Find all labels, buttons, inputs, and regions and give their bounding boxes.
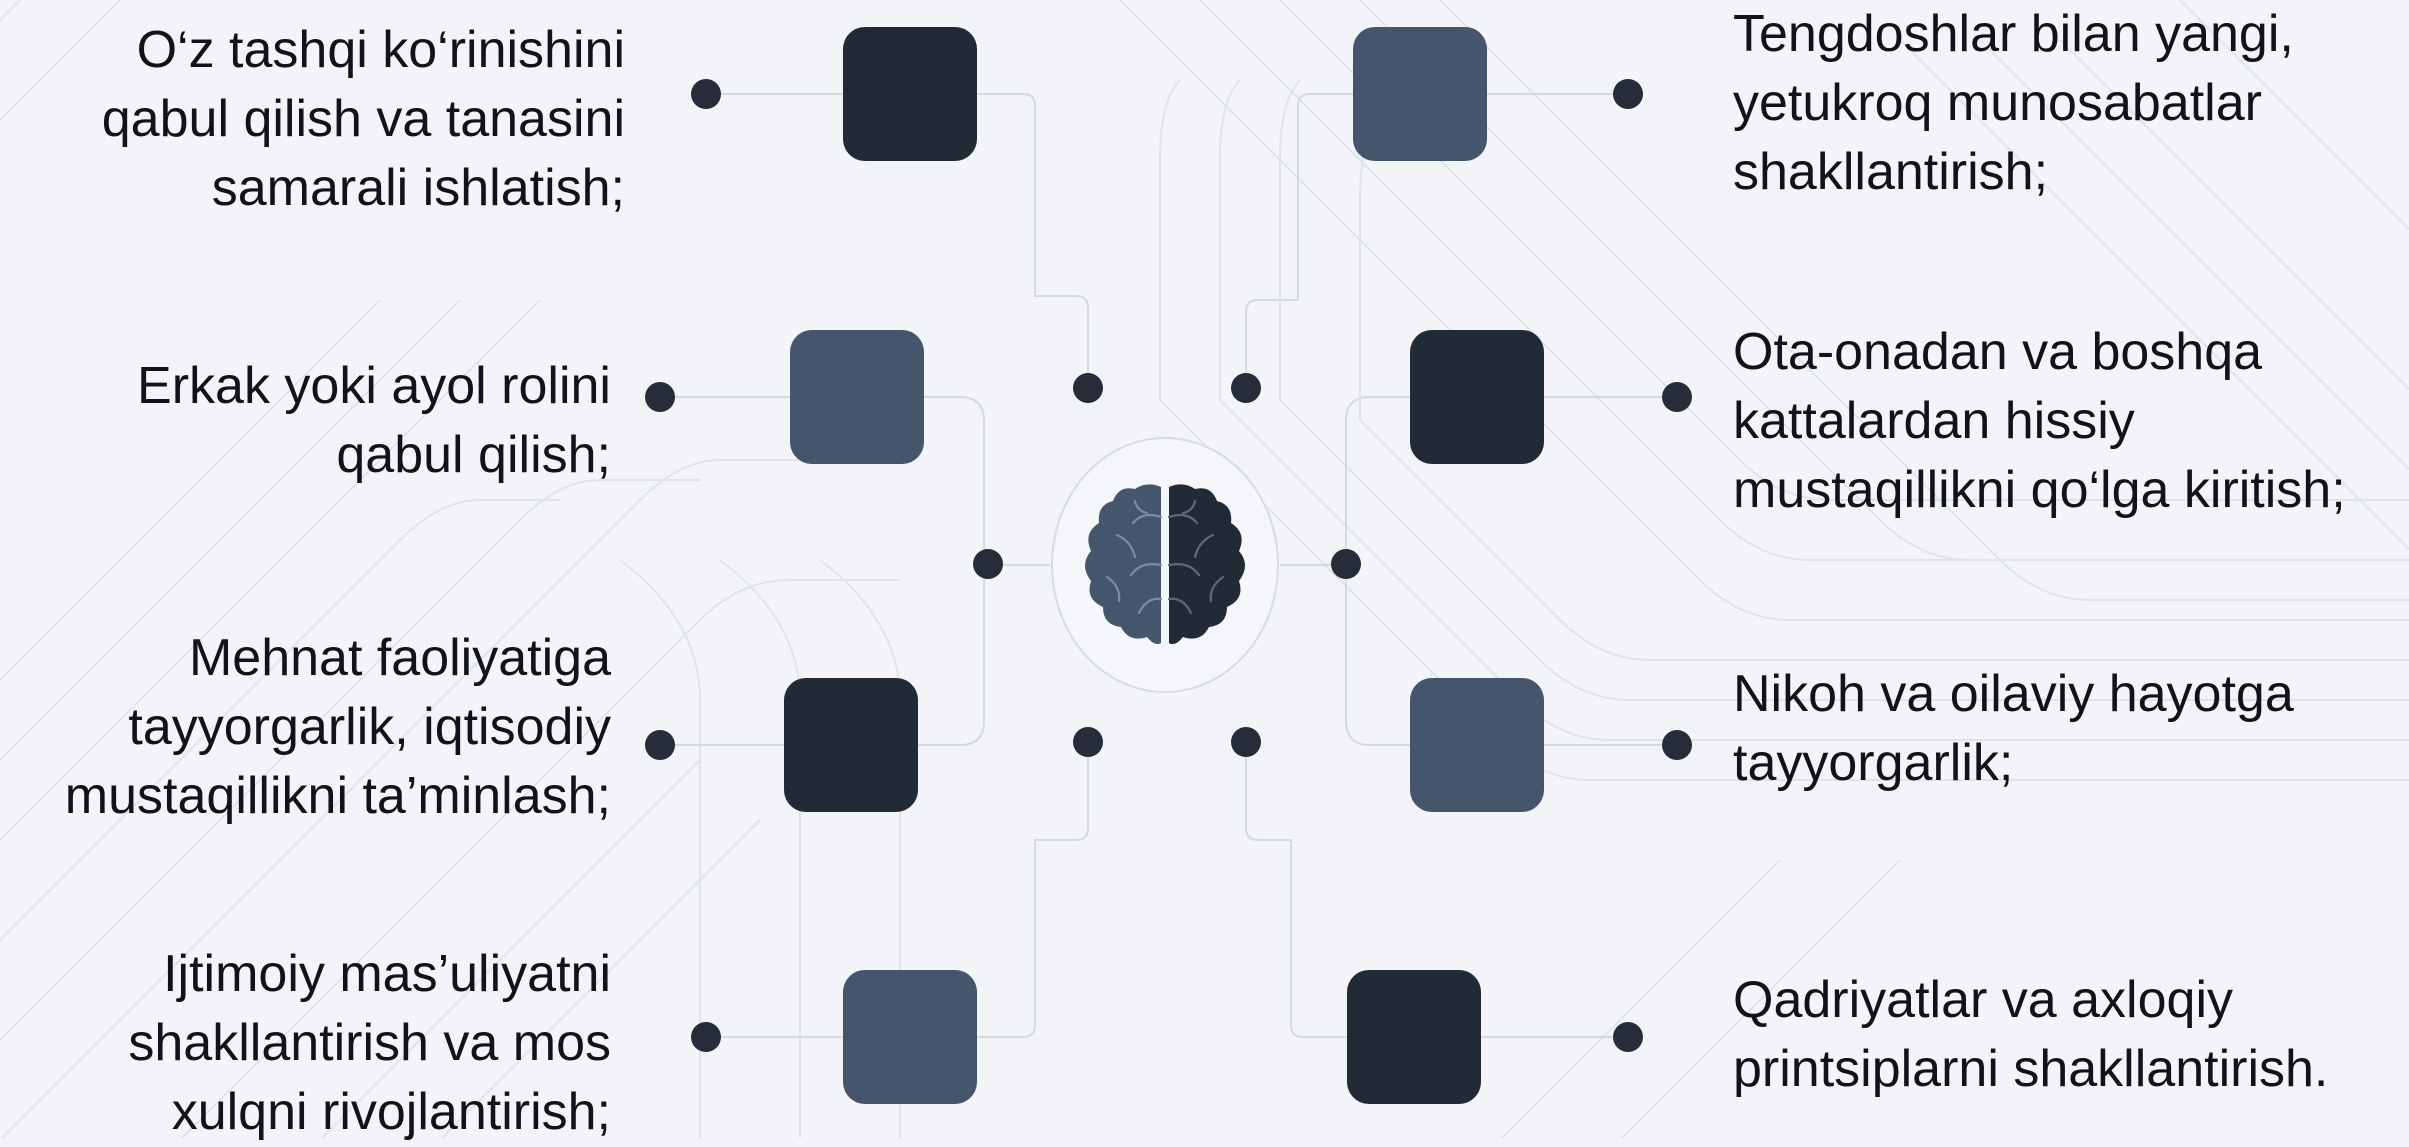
item-dot <box>691 1022 721 1052</box>
item-dot <box>691 79 721 109</box>
item-box <box>784 678 918 812</box>
hub-dot-left <box>973 549 1003 579</box>
item-box <box>1347 970 1481 1104</box>
hub-dot-top-right <box>1231 373 1261 403</box>
item-dot <box>1613 1022 1643 1052</box>
item-label: O‘z tashqi ko‘rinishini qabul qilish va … <box>101 21 625 217</box>
item-box <box>790 330 924 464</box>
hub-dot-right <box>1331 549 1361 579</box>
hub-dot-bottom-left <box>1073 727 1103 757</box>
item-dot <box>645 730 675 760</box>
hub-dot-bottom-right <box>1231 727 1261 757</box>
item-label: Tengdoshlar bilan yangi, yetukroq munosa… <box>1733 5 2294 201</box>
item-dot <box>1662 382 1692 412</box>
item-box <box>843 27 977 161</box>
item-label: Erkak yoki ayol rolini qabul qilish; <box>137 357 611 484</box>
item-label: Nikoh va oilaviy hayotga tayyorgarlik; <box>1733 665 2294 792</box>
item-label: Ota-onadan va boshqa kattalardan hissiy … <box>1733 323 2346 519</box>
item-label: Mehnat faoliyatiga tayyorgarlik, iqtisod… <box>64 629 611 825</box>
brain-icon <box>1085 484 1245 645</box>
item-box <box>1353 27 1487 161</box>
item-box <box>843 970 977 1104</box>
item-dot <box>1613 79 1643 109</box>
item-dot <box>1662 730 1692 760</box>
item-label: Qadriyatlar va axloqiy printsiplarni sha… <box>1733 971 2329 1098</box>
item-dot <box>645 382 675 412</box>
item-box <box>1410 678 1544 812</box>
hub-dot-top-left <box>1073 373 1103 403</box>
item-box <box>1410 330 1544 464</box>
item-label: Ijtimoiy mas’uliyatni shakllantirish va … <box>128 945 611 1141</box>
